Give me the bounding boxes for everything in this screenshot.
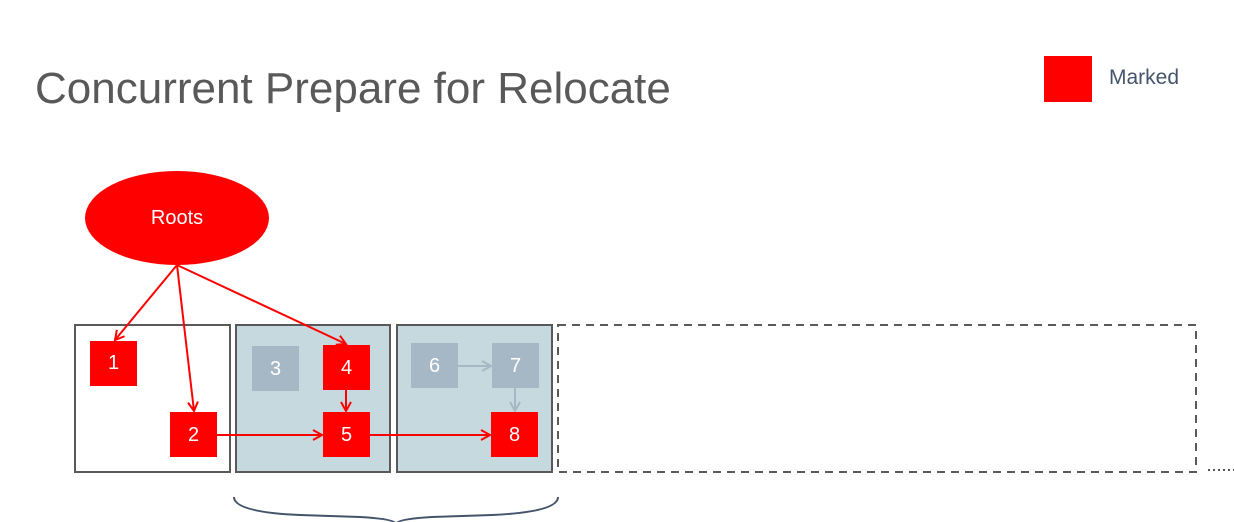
object-node-8: 8 — [491, 412, 538, 457]
edge-roots-1 — [115, 264, 178, 340]
roots-ellipse — [85, 171, 269, 265]
slide-title: Concurrent Prepare for Relocate — [35, 64, 671, 113]
object-label: 5 — [341, 424, 352, 446]
legend-marked-swatch — [1044, 56, 1092, 102]
object-label: 2 — [188, 424, 199, 446]
object-label: 4 — [341, 357, 352, 379]
empty-page-dashed — [557, 324, 1197, 473]
roots-label: Roots — [151, 207, 203, 229]
object-label: 8 — [509, 424, 520, 446]
object-node-2: 2 — [170, 412, 217, 457]
object-label: 6 — [429, 355, 440, 377]
object-node-1: 1 — [90, 341, 137, 386]
object-label: 3 — [270, 358, 281, 380]
object-label: 7 — [510, 355, 521, 377]
object-node-6: 6 — [411, 343, 458, 388]
object-node-7: 7 — [492, 343, 539, 388]
edge-roots-4 — [176, 264, 346, 344]
legend-marked-label: Marked — [1109, 66, 1180, 89]
relocation-set-brace — [233, 496, 559, 522]
object-node-4: 4 — [323, 345, 370, 390]
object-node-3: 3 — [252, 346, 299, 391]
edge-roots-2 — [176, 264, 194, 411]
object-label: 1 — [108, 352, 119, 374]
object-node-5: 5 — [323, 412, 370, 457]
